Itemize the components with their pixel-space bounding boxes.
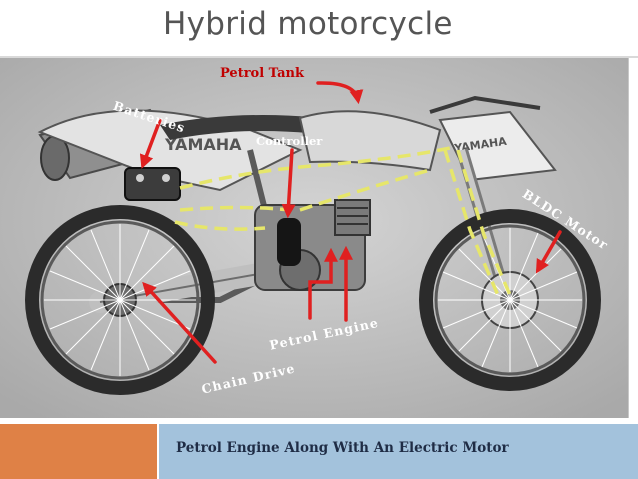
batteries-arrow — [139, 118, 162, 169]
wiring-dashed — [174, 146, 512, 301]
slide-title: Hybrid motorcycle — [163, 6, 453, 42]
chain-drive-arrow — [142, 281, 217, 364]
footer-caption: Petrol Engine Along With An Electric Mot… — [176, 440, 509, 456]
label-petrol-tank: Petrol Tank — [220, 66, 304, 81]
callout-arrows — [139, 81, 562, 364]
footer-accent-block — [0, 424, 157, 479]
side-panel-logo: YAMAHA — [164, 135, 242, 154]
front-wheel — [419, 209, 601, 391]
bldc-motor-arrow — [535, 230, 562, 274]
handlebar — [429, 95, 541, 114]
title-divider — [0, 56, 638, 58]
petrol-tank-arrow — [316, 81, 364, 105]
footer-bar — [159, 424, 638, 479]
motorcycle-diagram: YAMAHA YAMAHA — [0, 58, 629, 418]
rear-wheel — [25, 205, 215, 395]
motorcycle-illustration: YAMAHA YAMAHA — [0, 58, 628, 418]
battery-pack — [124, 167, 181, 201]
engine-cylinder — [334, 199, 371, 236]
petrol-engine-arrow-left — [308, 247, 338, 320]
controller-arrow — [281, 148, 296, 219]
label-controller: Controller — [256, 134, 323, 148]
controller-unit — [277, 218, 301, 266]
